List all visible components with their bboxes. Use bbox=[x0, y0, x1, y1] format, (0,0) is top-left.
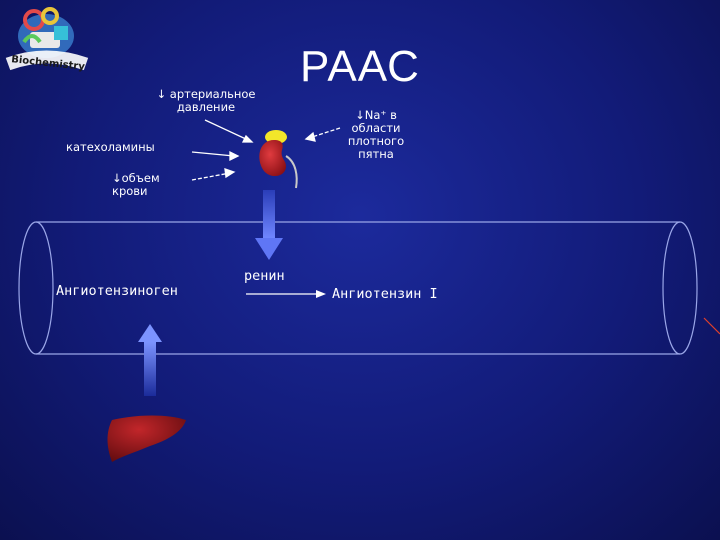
page-title: РААС bbox=[300, 42, 420, 91]
decor-line bbox=[703, 317, 720, 335]
conversion-arrow bbox=[246, 290, 326, 298]
label-catecholamines: катехоламины bbox=[66, 140, 155, 154]
label-renin: ренин bbox=[244, 268, 285, 284]
logo-graphic bbox=[5, 7, 89, 71]
renin-arrow-down bbox=[255, 190, 283, 260]
logo-icon: Biochemistry bbox=[2, 2, 92, 80]
label-sodium: ↓Na⁺ в области плотного пятна bbox=[347, 108, 405, 161]
kidney-icon bbox=[259, 130, 298, 189]
vessel-tube bbox=[18, 221, 698, 355]
liver-icon bbox=[107, 415, 186, 462]
label-angiotensin-1: Ангиотензин I bbox=[332, 286, 438, 302]
label-angiotensinogen: Ангиотензиноген bbox=[56, 283, 178, 299]
stimulus-arrows bbox=[191, 119, 341, 181]
angiotensinogen-arrow-up bbox=[138, 324, 162, 396]
label-arterial-pressure: ↓ артериальное давление bbox=[156, 87, 256, 114]
label-blood-volume: ↓объем крови bbox=[112, 171, 160, 198]
